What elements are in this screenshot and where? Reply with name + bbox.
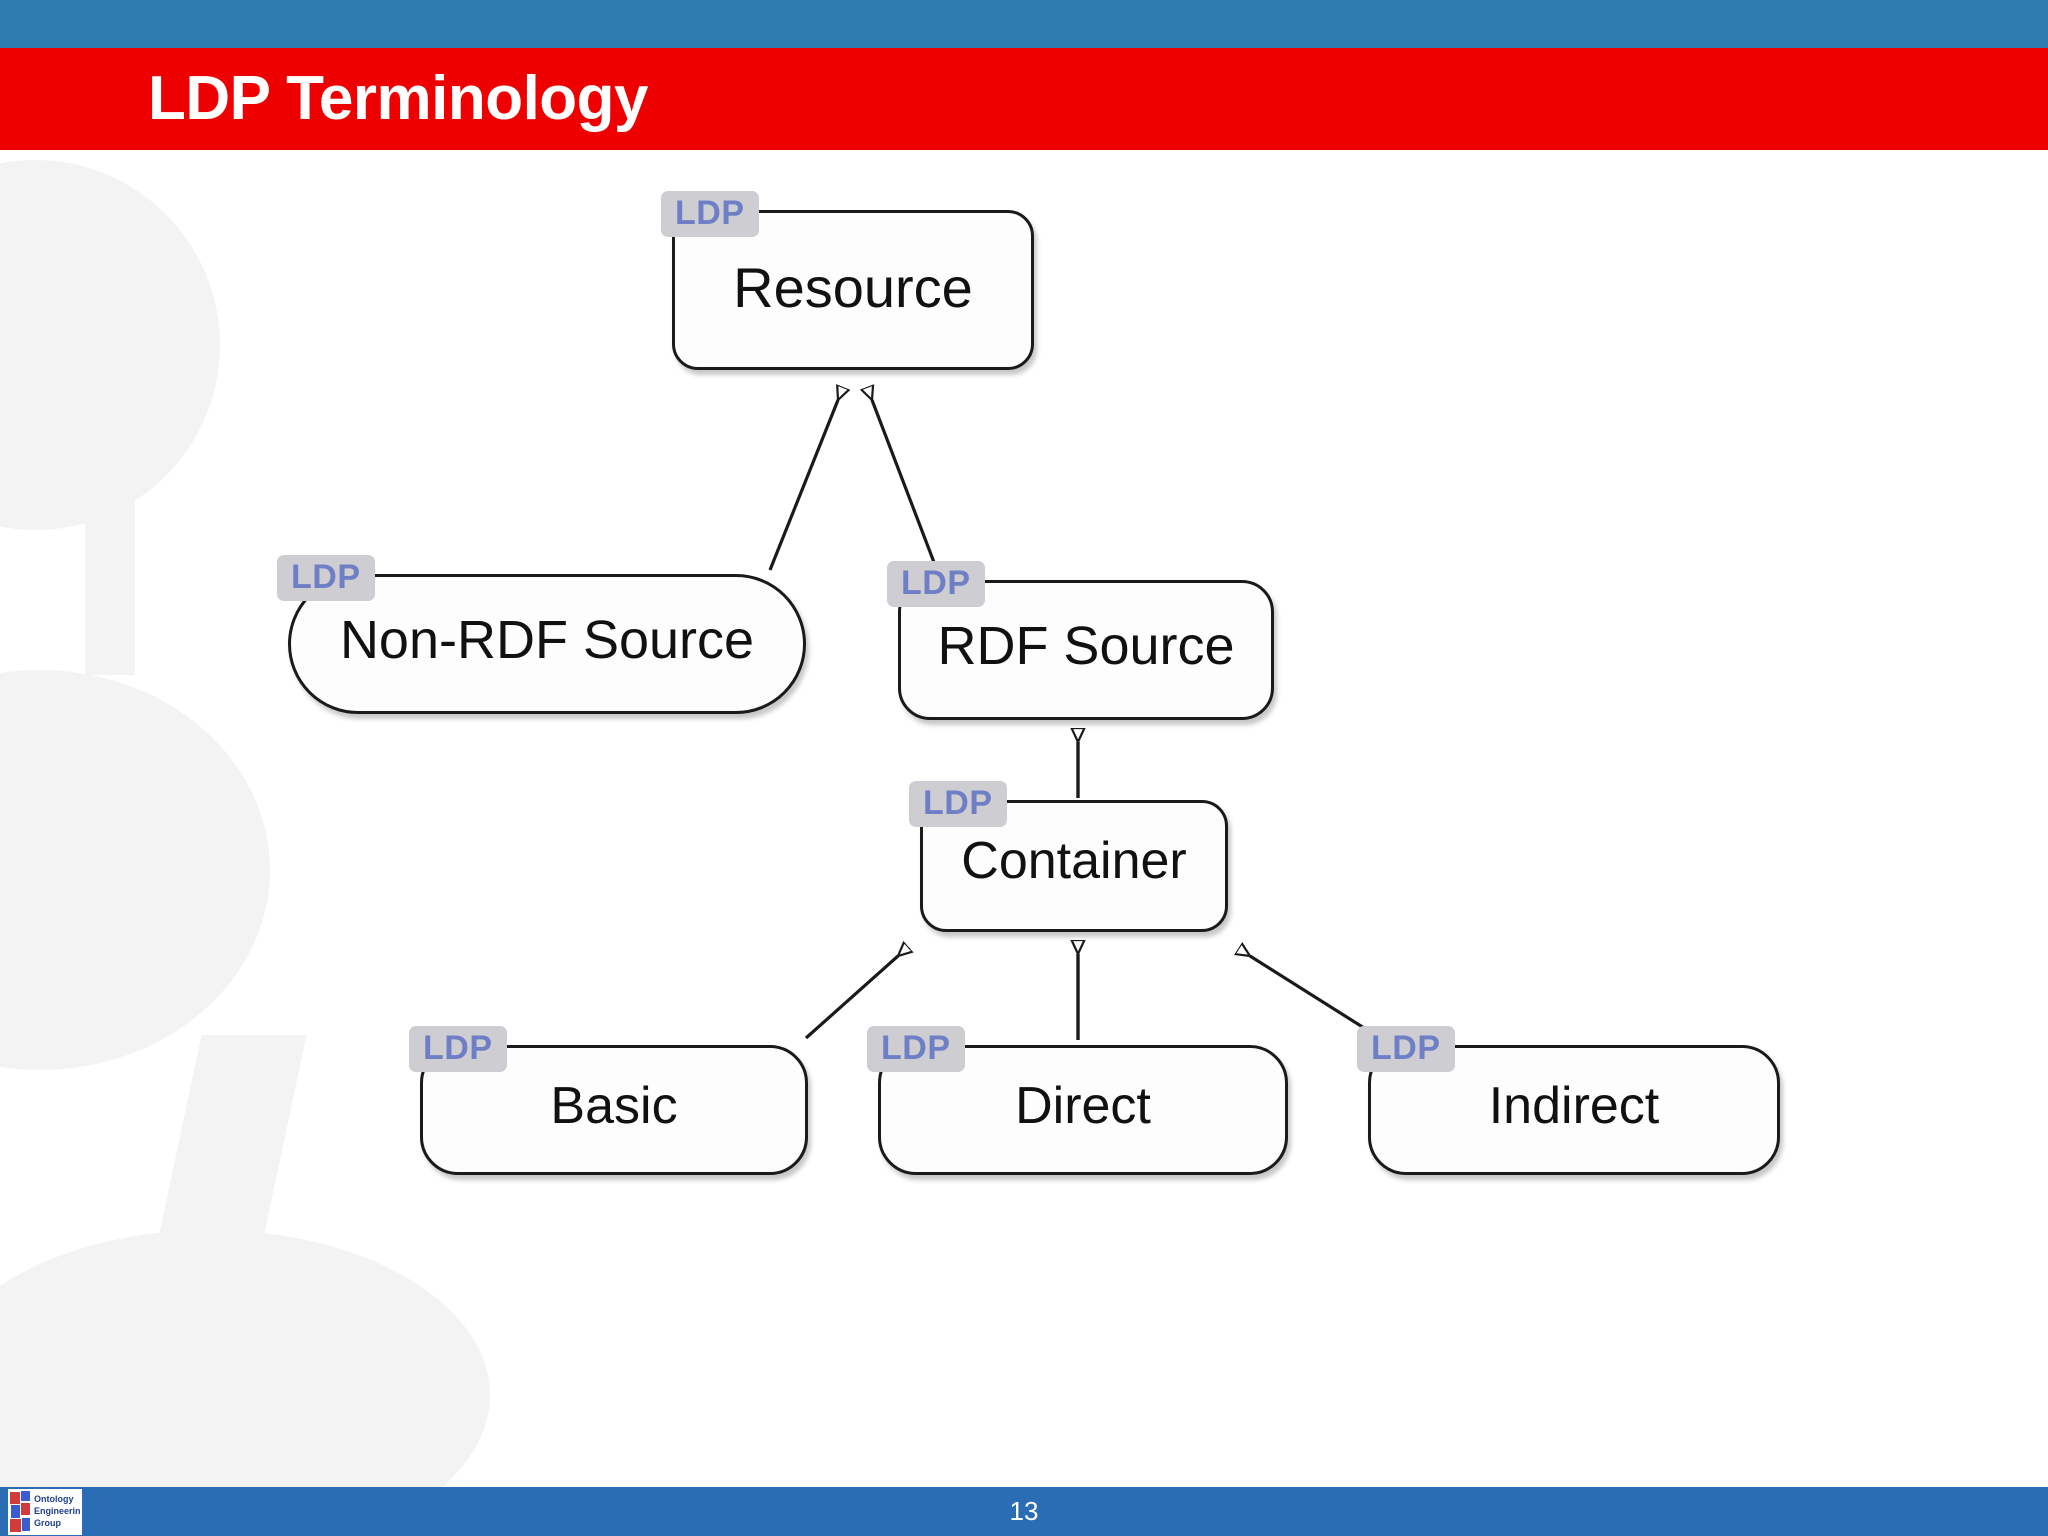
edge-rdfsource-to-resource	[872, 400, 942, 579]
stereotype-label-basic: LDP	[409, 1026, 507, 1072]
node-label-rdf-source: RDF Source	[937, 616, 1235, 676]
header-title-bar	[0, 48, 2048, 150]
node-label-indirect: Indirect	[1488, 1077, 1660, 1135]
diagram-node-container[interactable]: LDP Container	[909, 781, 1228, 932]
node-label-resource: Resource	[733, 256, 973, 319]
logo-line-2: Engineering	[34, 1506, 80, 1516]
diagram-node-basic[interactable]: LDP Basic	[409, 1026, 808, 1175]
header-top-strip	[0, 0, 2048, 48]
stereotype-label-container: LDP	[909, 781, 1007, 827]
stereotype-label-direct: LDP	[867, 1026, 965, 1072]
ldp-terminology-diagram: LDP Resource LDP Non-RDF Source LDP RDF …	[0, 150, 2048, 1485]
edge-indirect-to-container	[1250, 956, 1381, 1040]
diagram-node-indirect[interactable]: LDP Indirect	[1357, 1026, 1780, 1175]
logo-blocks-icon	[10, 1491, 32, 1533]
page-number: 13	[1009, 1496, 1039, 1526]
diagram-node-rdf-source[interactable]: LDP RDF Source	[887, 561, 1274, 720]
stereotype-label-non-rdf-source: LDP	[277, 555, 375, 601]
stereotype-label-rdf-source: LDP	[887, 561, 985, 607]
edge-nonrdfsource-to-resource	[768, 400, 838, 571]
node-label-basic: Basic	[550, 1077, 678, 1135]
diagram-node-resource[interactable]: LDP Resource	[661, 191, 1034, 370]
node-label-non-rdf-source: Non-RDF Source	[339, 610, 755, 670]
stereotype-label-resource: LDP	[661, 191, 759, 237]
footer-bar	[0, 1487, 2048, 1536]
organization-logo: Ontology Engineering Group	[8, 1489, 82, 1535]
node-label-container: Container	[961, 832, 1187, 890]
diagram-edge-layer	[768, 150, 1381, 1040]
logo-wordmark: Ontology Engineering Group	[34, 1493, 80, 1529]
edge-basic-to-container	[804, 956, 898, 1040]
diagram-node-direct[interactable]: LDP Direct	[867, 1026, 1288, 1175]
logo-line-3: Group	[34, 1518, 61, 1528]
diagram-node-non-rdf-source[interactable]: LDP Non-RDF Source	[277, 555, 806, 714]
node-label-direct: Direct	[1015, 1077, 1151, 1135]
stereotype-label-indirect: LDP	[1357, 1026, 1455, 1072]
page-title: LDP Terminology	[148, 64, 649, 133]
logo-line-1: Ontology	[34, 1494, 74, 1504]
